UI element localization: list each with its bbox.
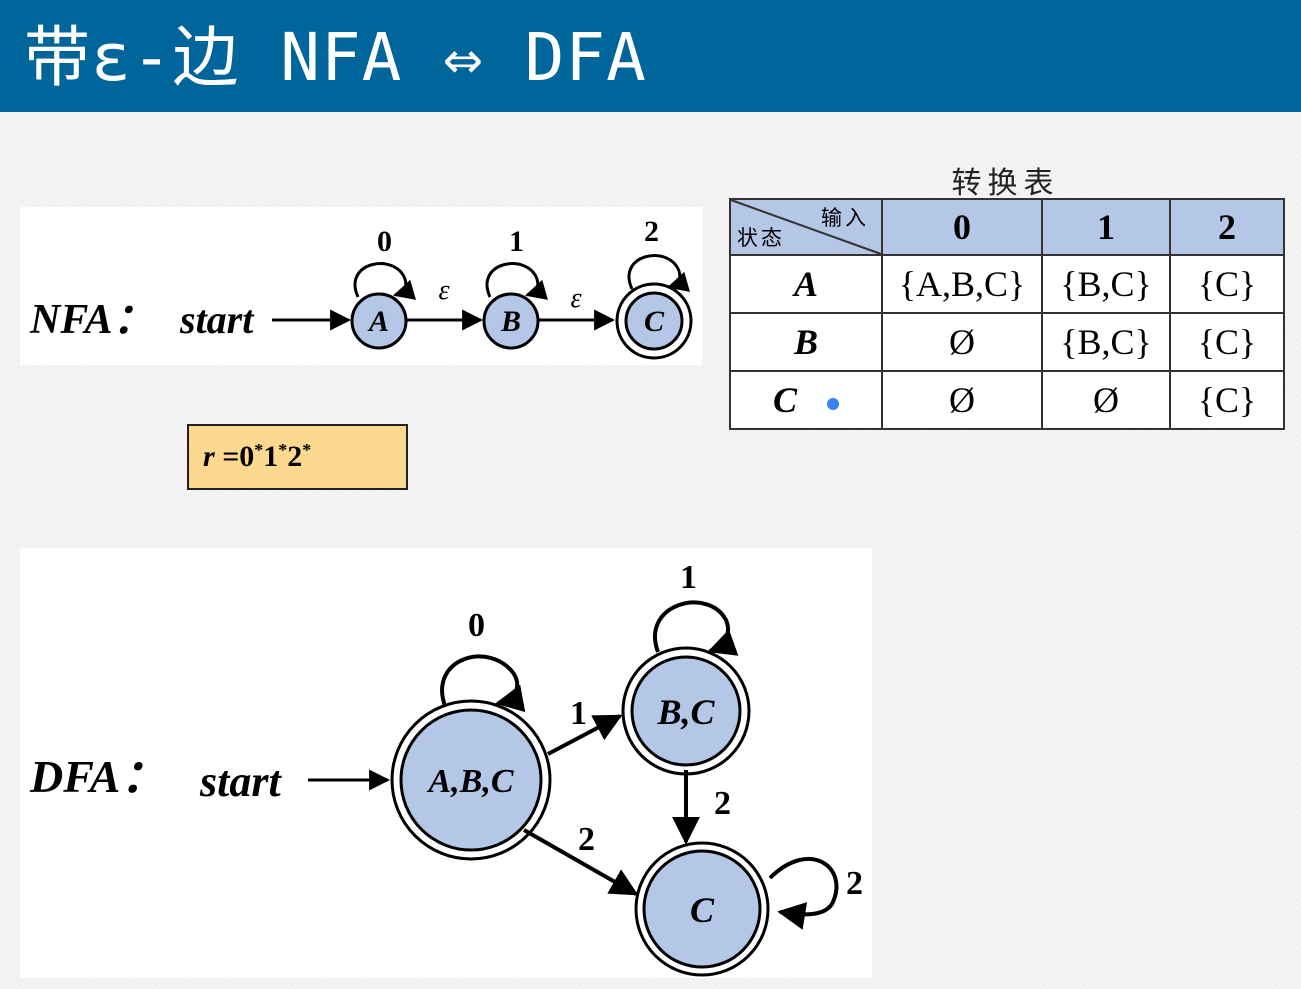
dfa-start-label: start (199, 757, 282, 806)
slide-title: 带ε-边 NFA ⇔ DFA (24, 19, 647, 96)
nfa-state-a (350, 292, 408, 350)
header-input-label: 输入 (821, 206, 869, 230)
row-state: B (729, 312, 883, 372)
dfa-state-abc (399, 708, 543, 852)
table-cell: {C} (1169, 370, 1285, 430)
regex-part: 2 (287, 440, 303, 473)
regex-star: * (302, 440, 312, 460)
dfa-panel: DFA： start 0 A,B,C 1 1 B,C 2 2 C 2 (20, 548, 872, 978)
regex-star: * (254, 440, 264, 460)
transition-table: 输入 状态 0 1 2 A {A,B,C} {B,C} {C} B Ø {B,C… (729, 198, 1285, 430)
dfa-edge-abc-bc (547, 714, 623, 756)
nfa-loop-label-c: 2 (644, 215, 659, 248)
table-cell: {C} (1169, 312, 1285, 372)
nfa-state-label-a: A (367, 305, 389, 338)
nfa-edge-label-bc: ε (570, 283, 581, 314)
table-cell: {B,C} (1041, 254, 1171, 314)
row-state: C (772, 380, 797, 420)
dfa-loop-c (768, 857, 839, 930)
nfa-loop-label-a: 0 (377, 225, 392, 258)
nfa-diagram: NFA： start 0 A ε 1 B ε 2 C (29, 215, 693, 360)
dfa-loop-bc (653, 600, 739, 656)
dfa-loop-label-bc: 1 (680, 559, 697, 596)
table-cell: Ø (881, 370, 1043, 430)
dfa-state-label-bc: B,C (656, 692, 715, 732)
nfa-loop-b (485, 262, 549, 300)
dfa-loop-abc (440, 654, 526, 713)
column-header: 2 (1169, 198, 1285, 256)
nfa-state-label-b: B (500, 305, 521, 338)
nfa-loop-c (627, 254, 691, 292)
table-cell: {A,B,C} (881, 254, 1043, 314)
column-header: 0 (881, 198, 1043, 256)
nfa-start-label: start (179, 297, 255, 342)
regex-var: r (203, 440, 215, 473)
dfa-state-c (642, 849, 762, 969)
row-state: A (729, 254, 883, 314)
title-bar: 带ε-边 NFA ⇔ DFA (0, 0, 1301, 112)
dfa-edge-label-abc-bc: 1 (570, 695, 587, 732)
header-state-label: 状态 (737, 226, 785, 250)
regex-part: 1 (263, 440, 279, 473)
table-cell: Ø (881, 312, 1043, 372)
nfa-edge-label-ab: ε (438, 275, 449, 306)
dfa-state-label-abc: A,B,C (426, 763, 513, 800)
table-caption: 转换表 (951, 166, 1060, 201)
dfa-edge-label-bc-c: 2 (714, 785, 731, 822)
nfa-panel: NFA： start 0 A ε 1 B ε 2 C (20, 207, 702, 365)
regex-star: * (278, 440, 288, 460)
dfa-diagram: DFA： start 0 A,B,C 1 1 B,C 2 2 C 2 (29, 559, 863, 977)
table-cell: {C} (1169, 254, 1285, 314)
dfa-loop-label-c: 2 (846, 865, 863, 902)
nfa-label: NFA： (29, 297, 155, 343)
table-row: A {A,B,C} {B,C} {C} (729, 254, 1285, 314)
dfa-label: DFA： (29, 751, 166, 802)
nfa-state-c (624, 291, 684, 351)
dfa-loop-label-abc: 0 (468, 607, 485, 644)
regex-part: =0 (214, 440, 255, 473)
column-header: 1 (1041, 198, 1171, 256)
nfa-loop-a (353, 262, 417, 300)
table-cell: Ø (1041, 370, 1171, 430)
dfa-edge-abc-c (523, 828, 639, 896)
nfa-state-b (482, 292, 540, 350)
table-corner-cell: 输入 状态 (729, 198, 883, 256)
dfa-edge-label-abc-c: 2 (578, 821, 595, 858)
table-row: C Ø Ø {C} (729, 370, 1285, 430)
dfa-state-bc (630, 655, 742, 767)
nfa-loop-label-b: 1 (509, 225, 524, 258)
nfa-state-label-c: C (644, 305, 665, 338)
dfa-state-label-c: C (690, 890, 715, 930)
regex-box: r =0*1*2* (187, 424, 408, 490)
table-cell: {B,C} (1041, 312, 1171, 372)
table-row: B Ø {B,C} {C} (729, 312, 1285, 372)
table-header-row: 输入 状态 0 1 2 (729, 198, 1285, 256)
pointer-dot (827, 397, 839, 410)
row-state-cell: C (729, 370, 883, 430)
